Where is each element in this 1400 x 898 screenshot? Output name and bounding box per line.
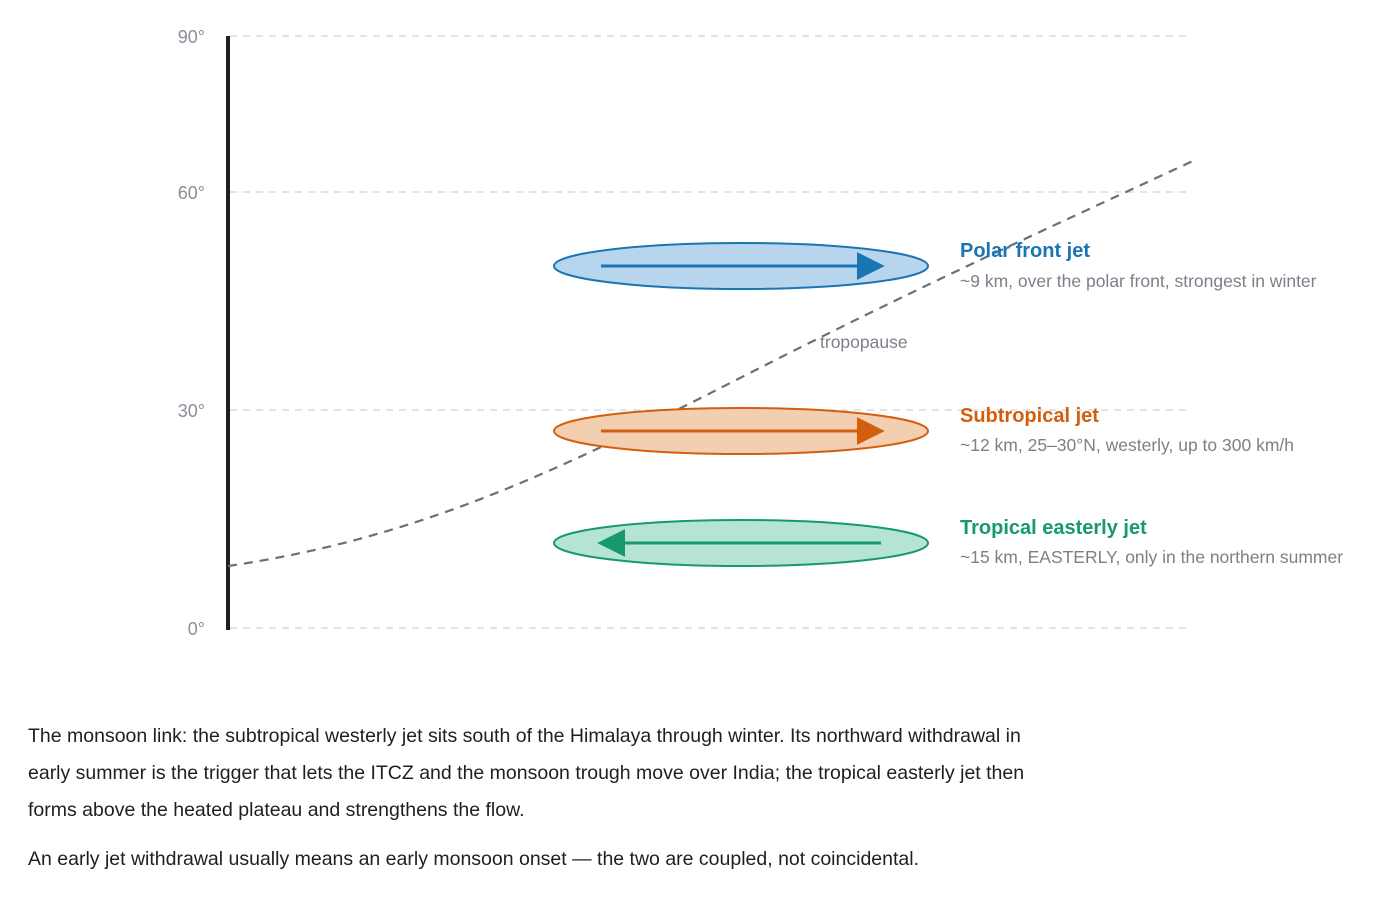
tick-label-60: 60° xyxy=(178,183,205,203)
jet-polar-description: ~9 km, over the polar front, strongest i… xyxy=(960,271,1317,291)
tropopause-curve xyxy=(227,159,1196,568)
caption-monsoon-link: The monsoon link: the subtropical wester… xyxy=(28,725,1025,821)
tick-label-90: 90° xyxy=(178,27,205,47)
jet-subtropical-name: Subtropical jet xyxy=(960,405,1099,427)
jet-tropical: Tropical easterly jet ~15 km, EASTERLY, … xyxy=(553,517,1343,567)
latitude-grid: 90° 60° 30° 0° xyxy=(178,27,1190,639)
jet-polar: Polar front jet ~9 km, over the polar fr… xyxy=(553,240,1317,291)
jet-polar-name: Polar front jet xyxy=(960,240,1090,262)
caption-early-withdrawal: An early jet withdrawal usually means an… xyxy=(28,848,919,870)
jet-stream-diagram: 90° 60° 30° 0° tropopause Polar front je… xyxy=(178,27,1343,639)
tick-label-30: 30° xyxy=(178,401,205,421)
jet-subtropical-description: ~12 km, 25–30°N, westerly, up to 300 km/… xyxy=(960,435,1294,455)
tropopause-label: tropopause xyxy=(820,332,908,352)
jet-tropical-description: ~15 km, EASTERLY, only in the northern s… xyxy=(960,547,1343,567)
jet-subtropical: Subtropical jet ~12 km, 25–30°N, westerl… xyxy=(553,405,1294,455)
jet-tropical-name: Tropical easterly jet xyxy=(960,517,1147,539)
tick-label-0: 0° xyxy=(188,619,205,639)
